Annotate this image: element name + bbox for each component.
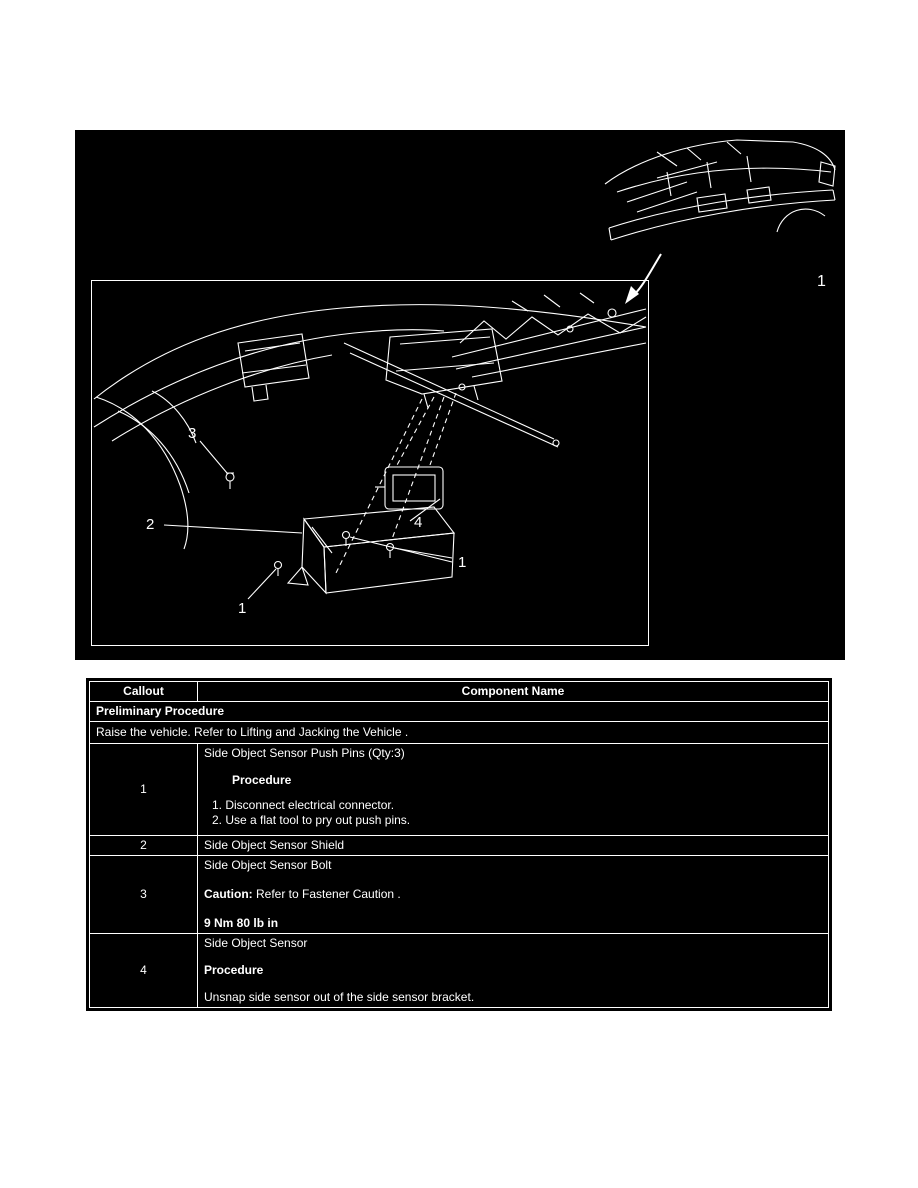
callout-4: 4 [414, 514, 422, 531]
push-pin-icons [225, 472, 395, 576]
row1-name: Side Object Sensor Push Pins (Qty:3) [204, 746, 405, 760]
row3-caution-text: Refer to Fastener Caution . [252, 887, 401, 901]
row4-name: Side Object Sensor [204, 936, 308, 950]
row2-callout: 2 [89, 835, 198, 856]
row3-component: Side Object Sensor Bolt Caution: Refer t… [197, 855, 829, 934]
figure-inset-callout: 1 [817, 273, 826, 290]
row1-callout: 1 [89, 743, 198, 836]
row3-caution: Caution: Refer to Fastener Caution . [204, 887, 822, 902]
callout-1-bottom: 1 [238, 600, 246, 617]
callout-1-right: 1 [458, 554, 466, 571]
row1-step-2: 2. Use a flat tool to pry out push pins. [212, 813, 411, 827]
header-component-name: Component Name [197, 681, 829, 702]
row4-callout: 4 [89, 933, 198, 1008]
row4-component: Side Object Sensor Procedure Unsnap side… [197, 933, 829, 1008]
sensor-shield-art [286, 506, 456, 595]
table-row: 1 Side Object Sensor Push Pins (Qty:3) P… [89, 743, 829, 836]
underbody-art [93, 292, 647, 600]
callout-2: 2 [146, 516, 154, 533]
row3-callout: 3 [89, 855, 198, 934]
illustration-panel: 1 [75, 130, 845, 660]
vehicle-rear-inset-art [604, 139, 836, 304]
table-row: 2 Side Object Sensor Shield [89, 835, 829, 856]
table-row: 4 Side Object Sensor Procedure Unsnap si… [89, 933, 829, 1008]
row3-caution-label: Caution: [204, 887, 253, 901]
figure-frame: 3 2 4 1 1 [91, 280, 649, 646]
underbody-illustration: 3 2 4 1 1 [93, 292, 647, 617]
preliminary-procedure-title: Preliminary Procedure [89, 701, 829, 722]
callout-leader-lines [163, 440, 453, 600]
row4-text: Unsnap side sensor out of the side senso… [204, 990, 475, 1004]
table-row: 3 Side Object Sensor Bolt Caution: Refer… [89, 855, 829, 934]
header-callout: Callout [89, 681, 198, 702]
side-object-sensor-art [375, 466, 444, 510]
row1-step-1: 1. Disconnect electrical connector. [212, 798, 395, 812]
row3-torque-spec: 9 Nm 80 lb in [204, 916, 279, 930]
row4-procedure-label: Procedure [204, 963, 264, 977]
preliminary-procedure-text: Raise the vehicle. Refer to Lifting and … [89, 721, 829, 744]
row3-name: Side Object Sensor Bolt [204, 858, 332, 872]
assembly-dashed-lines [335, 392, 457, 574]
callout-table-panel: Callout Component Name Preliminary Proce… [86, 678, 832, 1011]
callout-table: Callout Component Name Preliminary Proce… [89, 681, 829, 1008]
inset-arrow-icon [625, 253, 662, 304]
row2-component: Side Object Sensor Shield [197, 835, 829, 856]
row1-procedure-label: Procedure [232, 773, 292, 787]
row1-component: Side Object Sensor Push Pins (Qty:3) Pro… [197, 743, 829, 836]
sensor-bracket-art [385, 328, 503, 409]
callout-3: 3 [188, 425, 196, 442]
